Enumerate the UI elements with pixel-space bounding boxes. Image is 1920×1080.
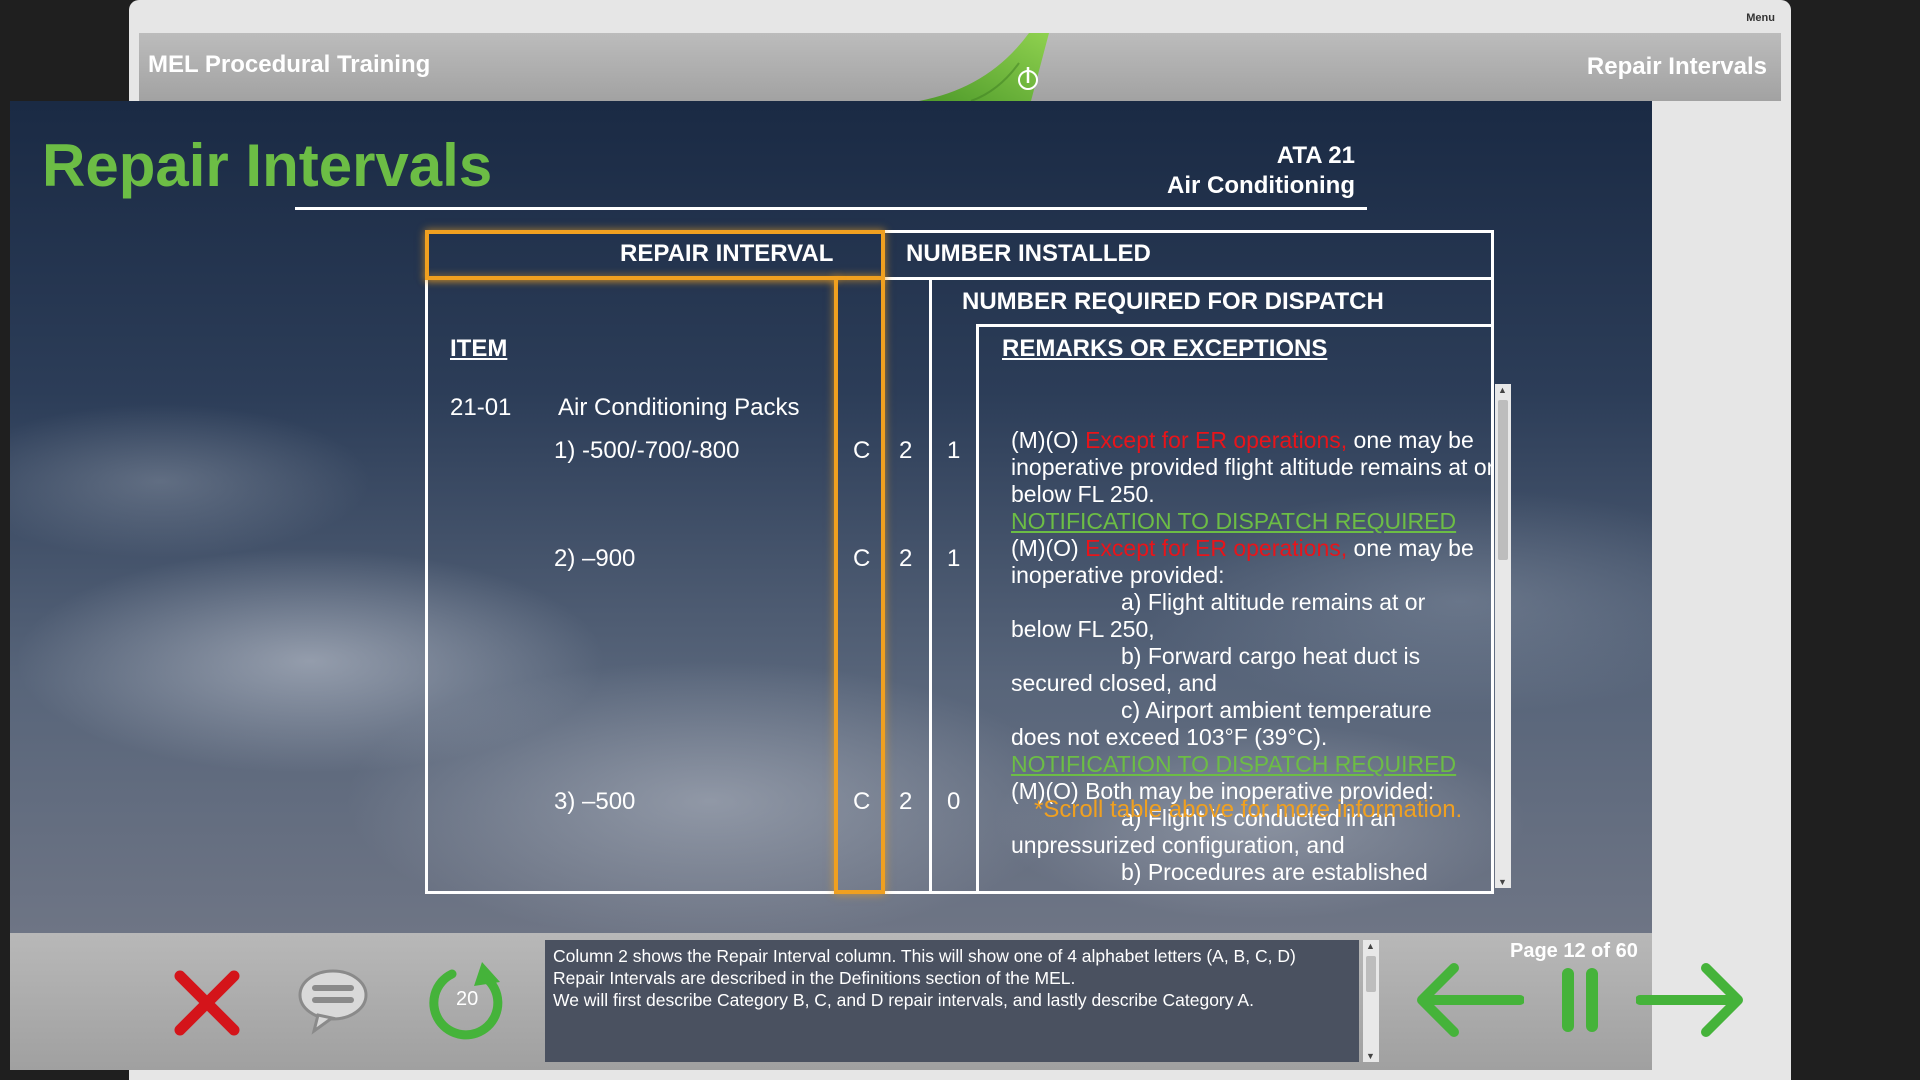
header-repair-interval: REPAIR INTERVAL bbox=[620, 240, 834, 267]
notification-link-1[interactable]: NOTIFICATION TO DISPATCH REQUIRED bbox=[1011, 508, 1457, 534]
page-title: Repair Intervals bbox=[42, 132, 493, 199]
row-2-required: 1 bbox=[947, 545, 961, 572]
menu-button[interactable]: Menu bbox=[1746, 12, 1775, 24]
notification-link-2[interactable]: NOTIFICATION TO DISPATCH REQUIRED bbox=[1011, 751, 1457, 777]
repair-interval-top-line bbox=[425, 276, 838, 280]
ata-code: ATA 21 bbox=[1276, 142, 1355, 169]
remarks-scroll-area[interactable]: (M)(O) Except for ER operations, one may… bbox=[1011, 427, 1497, 888]
remark-2-c: c) Airport ambient temperature bbox=[1121, 697, 1432, 723]
scroll-note: *Scroll table above for more information… bbox=[1034, 796, 1463, 823]
header-remarks: REMARKS OR EXCEPTIONS bbox=[1002, 335, 1328, 362]
narration-scroll-thumb[interactable] bbox=[1366, 956, 1376, 992]
row-1-required: 1 bbox=[947, 437, 961, 464]
row-3-required: 0 bbox=[947, 788, 961, 815]
remark-2-c-cont: does not exceed 103°F (39°C). bbox=[1011, 724, 1328, 750]
close-icon[interactable] bbox=[172, 968, 242, 1038]
replay-count: 20 bbox=[456, 988, 479, 1010]
header-number-installed: NUMBER INSTALLED bbox=[906, 240, 1151, 267]
table-scroll-thumb[interactable] bbox=[1498, 400, 1508, 560]
pause-icon[interactable] bbox=[1556, 964, 1606, 1036]
forward-arrow-icon[interactable] bbox=[1636, 960, 1746, 1040]
header-item: ITEM bbox=[450, 335, 508, 362]
remark-1: (M)(O) Except for ER operations, one may… bbox=[1011, 427, 1495, 507]
table-outer-box bbox=[425, 230, 1494, 894]
replay-icon[interactable] bbox=[424, 960, 510, 1042]
remark-2-a: a) Flight altitude remains at or bbox=[1121, 589, 1426, 615]
narration-scrollbar[interactable]: ▲ ▼ bbox=[1363, 940, 1379, 1062]
row-3-label: 3) –500 bbox=[554, 788, 636, 815]
ata-chapter: ATA 21 Air Conditioning bbox=[1167, 141, 1355, 201]
row-2-interval: C bbox=[853, 545, 871, 572]
row-1-label: 1) -500/-700/-800 bbox=[554, 437, 740, 464]
remarks-column-box bbox=[976, 324, 1494, 894]
row-3-interval: C bbox=[853, 788, 871, 815]
page-counter: Page 12 of 60 bbox=[1510, 940, 1638, 962]
airline-tail-logo bbox=[919, 33, 1049, 101]
row-2-installed: 2 bbox=[899, 545, 913, 572]
remark-3-b: b) Procedures are established bbox=[1121, 859, 1428, 885]
row-1-interval: C bbox=[853, 437, 871, 464]
remark-2-a-cont: below FL 250, bbox=[1011, 616, 1155, 642]
remark-2-b: b) Forward cargo heat duct is bbox=[1121, 643, 1421, 669]
row-3-installed: 2 bbox=[899, 788, 913, 815]
remark-3-a: a) Flight is conducted in an bbox=[1121, 805, 1396, 831]
repair-interval-column-highlight bbox=[834, 276, 885, 894]
item-number: 21-01 bbox=[450, 394, 512, 421]
table-scrollbar[interactable]: ▲ ▼ bbox=[1495, 384, 1511, 888]
speech-bubble-icon[interactable] bbox=[296, 965, 370, 1035]
scroll-up-icon[interactable]: ▲ bbox=[1498, 385, 1507, 395]
remark-2: (M)(O) Except for ER operations, one may… bbox=[1011, 535, 1474, 588]
installed-header-rule bbox=[882, 277, 1494, 280]
narration-box: Column 2 shows the Repair Interval colum… bbox=[545, 940, 1359, 1062]
row-1-installed: 2 bbox=[899, 437, 913, 464]
item-name: Air Conditioning Packs bbox=[558, 394, 800, 421]
header-bar: MEL Procedural Training Repair Intervals bbox=[139, 33, 1781, 101]
back-arrow-icon[interactable] bbox=[1414, 960, 1524, 1040]
app-title: MEL Procedural Training bbox=[148, 51, 431, 78]
row-2-label: 2) –900 bbox=[554, 545, 636, 572]
section-title: Repair Intervals bbox=[1586, 53, 1767, 80]
remark-2-b-cont: secured closed, and bbox=[1011, 670, 1217, 696]
scroll-down-icon[interactable]: ▼ bbox=[1498, 877, 1507, 887]
remark-3: (M)(O) Both may be inoperative provided: bbox=[1011, 778, 1435, 804]
narration-text: Column 2 shows the Repair Interval colum… bbox=[553, 946, 1296, 1010]
narration-scroll-down-icon[interactable]: ▼ bbox=[1366, 1051, 1375, 1061]
remarks-text: (M)(O) Except for ER operations, one may… bbox=[1011, 427, 1497, 886]
header-number-required: NUMBER REQUIRED FOR DISPATCH bbox=[962, 288, 1384, 315]
ata-name: Air Conditioning bbox=[1167, 172, 1355, 199]
title-divider bbox=[295, 207, 1367, 210]
narration-scroll-up-icon[interactable]: ▲ bbox=[1366, 941, 1375, 951]
slide-stage: Repair Intervals ATA 21 Air Conditioning bbox=[10, 101, 1652, 933]
remark-3-a-cont: unpressurized configuration, and bbox=[1011, 832, 1345, 858]
